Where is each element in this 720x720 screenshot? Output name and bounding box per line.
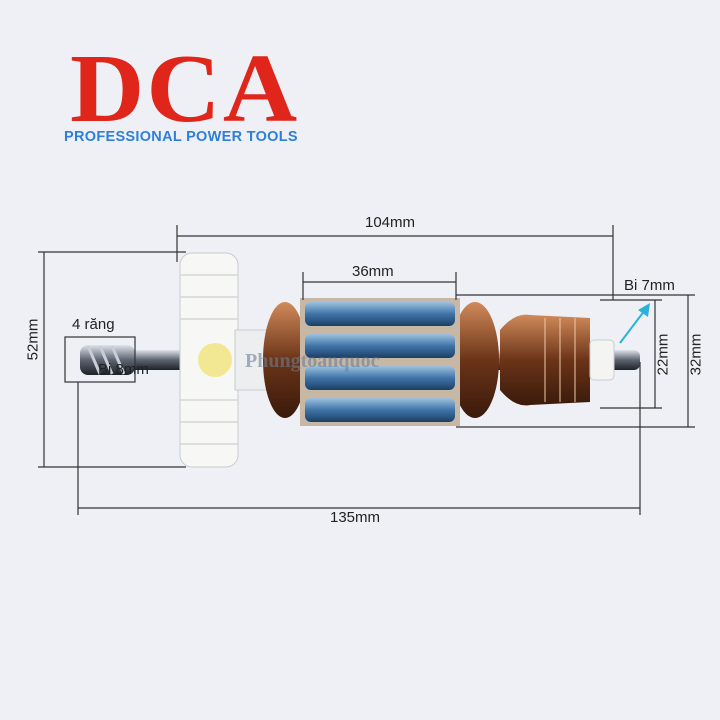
watermark-badge: [198, 343, 232, 377]
dimension-lines: [38, 225, 695, 515]
dim-core-diameter: 32mm: [687, 333, 705, 376]
rear-winding: [451, 302, 499, 418]
dim-front-bearing: Bi 8mm: [98, 361, 149, 378]
front-winding: [263, 302, 307, 418]
brand-tagline: PROFESSIONAL POWER TOOLS: [64, 129, 298, 145]
commutator: [500, 314, 615, 406]
dim-rear-bearing: Bi 7mm: [624, 277, 675, 294]
dim-core-length: 36mm: [352, 263, 394, 280]
dim-body-length: 104mm: [365, 214, 416, 231]
dim-overall-length: 135mm: [330, 509, 381, 526]
dim-fan-diameter: 52mm: [24, 318, 42, 361]
brand-logo: DCA: [70, 35, 300, 143]
dim-commutator-diameter: 22mm: [654, 333, 672, 376]
laminated-core: [300, 298, 460, 426]
dim-gear-teeth: 4 răng: [72, 316, 115, 333]
pinion-gear: [80, 345, 135, 375]
watermark: Phungtoanquoc: [245, 350, 380, 372]
bearing-arrow: [619, 303, 650, 344]
